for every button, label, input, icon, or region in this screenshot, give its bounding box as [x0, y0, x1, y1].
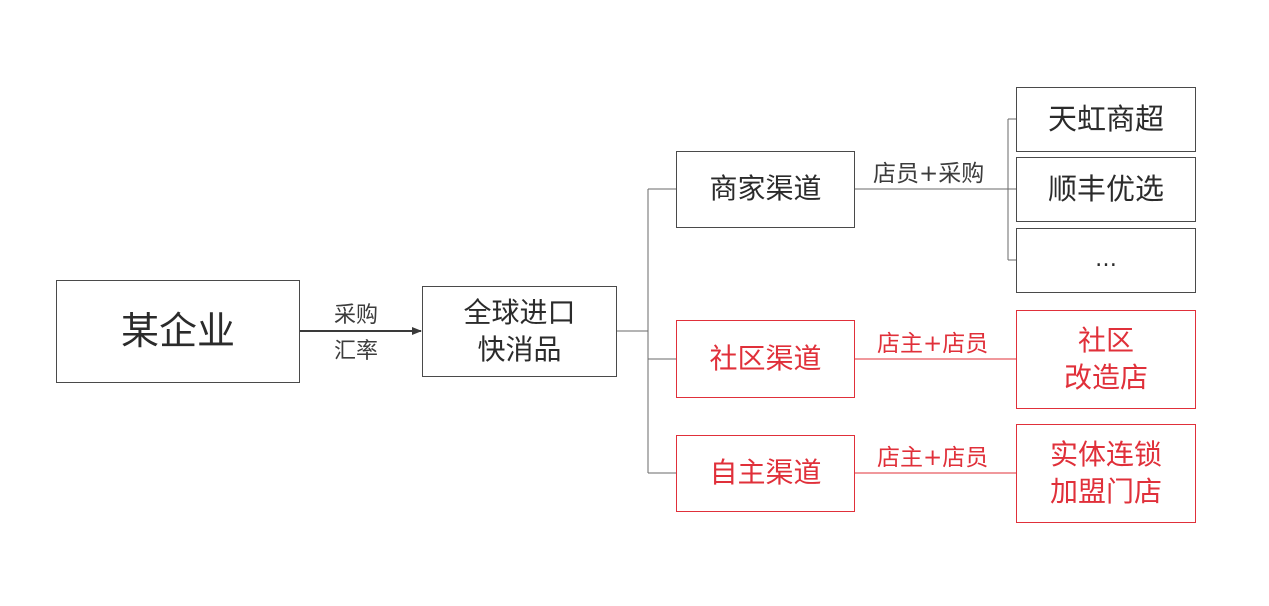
product-to-channels-bracket	[617, 188, 676, 474]
company-box: 某企业	[56, 280, 300, 383]
edge-label-exchange-rate: 汇率	[334, 339, 379, 364]
merchant-to-stores-bracket	[855, 118, 1016, 261]
channel-merchant-label: 商家渠道	[709, 172, 822, 206]
franchise-store-box: 实体连锁 加盟门店	[1016, 424, 1196, 523]
channel-community-box: 社区渠道	[676, 320, 855, 398]
community-store-line1: 社区	[1077, 324, 1134, 358]
store-more-label: …	[1095, 247, 1117, 273]
store-tianhong-label: 天虹商超	[1047, 101, 1164, 136]
community-store-line2: 改造店	[1063, 360, 1148, 394]
edge-label-self: 店主+店员	[877, 445, 989, 471]
company-label: 某企业	[120, 308, 235, 353]
store-tianhong-box: 天虹商超	[1016, 87, 1196, 152]
channel-self-label: 自主渠道	[709, 456, 822, 490]
community-store-box: 社区 改造店	[1016, 310, 1196, 409]
franchise-store-line1: 实体连锁	[1049, 438, 1162, 472]
edge-label-merchant: 店员+采购	[873, 161, 985, 187]
edge-label-purchase: 采购	[334, 303, 379, 328]
edge-label-community: 店主+店员	[877, 331, 989, 357]
product-box: 全球进口 快消品	[422, 286, 617, 377]
store-shunfeng-box: 顺丰优选	[1016, 157, 1196, 222]
store-shunfeng-label: 顺丰优选	[1047, 171, 1164, 206]
store-more-box: …	[1016, 228, 1196, 293]
channel-self-box: 自主渠道	[676, 435, 855, 512]
channel-community-label: 社区渠道	[709, 341, 822, 375]
franchise-store-line2: 加盟门店	[1049, 474, 1162, 508]
product-label-line2: 快消品	[477, 332, 562, 366]
product-label-line1: 全球进口	[463, 296, 576, 330]
channel-merchant-box: 商家渠道	[676, 151, 855, 228]
